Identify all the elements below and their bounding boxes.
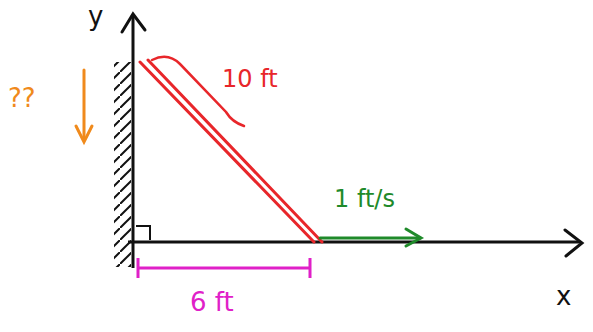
dimension-label: 6 ft	[190, 288, 234, 317]
axis-label: y	[88, 2, 103, 31]
axis-label: x	[556, 282, 571, 311]
dimension-line	[138, 267, 310, 270]
velocity-arrowhead	[406, 229, 421, 246]
length-label: 10 ft	[222, 66, 278, 92]
ladder	[148, 60, 322, 242]
y-axis-arrowhead	[122, 14, 145, 32]
y-axis	[132, 16, 135, 268]
rate-arrow	[83, 70, 86, 140]
right-angle-mark	[136, 226, 150, 240]
velocity-arrow	[320, 237, 420, 240]
rate-arrowhead	[76, 126, 92, 142]
x-axis	[128, 241, 580, 244]
unknown-rate: ??	[8, 84, 36, 113]
dimension-ticks	[138, 258, 310, 278]
x-axis-arrowhead	[565, 230, 582, 256]
velocity-label: 1 ft/s	[334, 186, 395, 212]
wall-hatching	[114, 62, 131, 267]
ladder	[140, 62, 314, 242]
